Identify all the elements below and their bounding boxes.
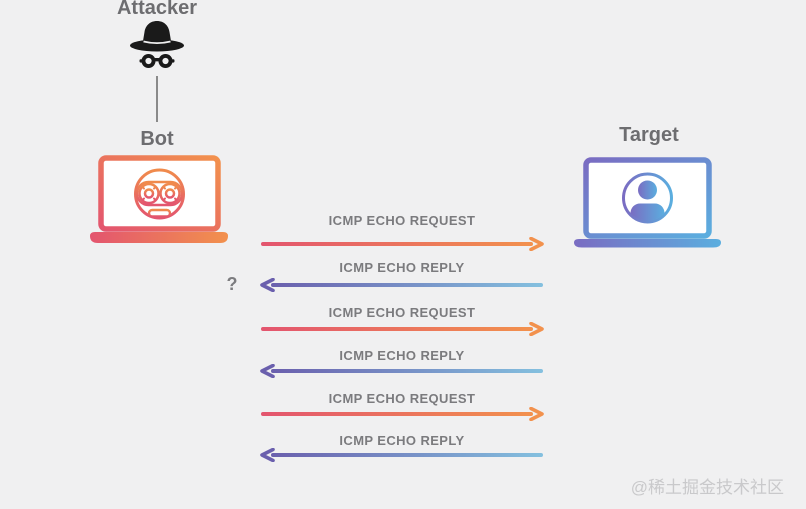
arrowhead-left-icon <box>260 448 275 462</box>
arrowhead-left-icon <box>260 278 275 292</box>
icmp-echo-reply-arrow <box>259 448 545 462</box>
message-label-reply: ICMP ECHO REPLY <box>339 260 465 275</box>
icmp-echo-reply-arrow <box>259 278 545 292</box>
icmp-echo-request-arrow <box>259 322 545 336</box>
user-avatar <box>622 172 673 224</box>
arrowhead-right-icon <box>529 322 544 336</box>
message-label-reply: ICMP ECHO REPLY <box>339 433 465 448</box>
robot-laptop-icon <box>90 155 228 243</box>
arrowhead-left-icon <box>260 364 275 378</box>
message-label-request: ICMP ECHO REQUEST <box>328 213 476 228</box>
arrowhead-right-icon <box>529 407 544 421</box>
message-label-request: ICMP ECHO REQUEST <box>328 305 476 320</box>
user-laptop-icon <box>574 157 721 248</box>
icmp-echo-reply-arrow <box>259 364 545 378</box>
question-mark: ? <box>226 274 238 294</box>
arrowhead-right-icon <box>529 237 544 251</box>
message-label-request: ICMP ECHO REQUEST <box>328 391 476 406</box>
spy-hat-icon <box>130 21 184 68</box>
icmp-echo-request-arrow <box>259 237 545 251</box>
target-label: Target <box>619 124 679 146</box>
attacker-label: Attacker <box>116 0 198 19</box>
watermark: @稀土掘金技术社区 <box>630 478 784 497</box>
message-label-reply: ICMP ECHO REPLY <box>339 348 465 363</box>
robot-face <box>134 168 185 220</box>
bot-label: Bot <box>140 128 174 150</box>
icmp-echo-request-arrow <box>259 407 545 421</box>
attacker-bot-connector <box>156 76 158 122</box>
